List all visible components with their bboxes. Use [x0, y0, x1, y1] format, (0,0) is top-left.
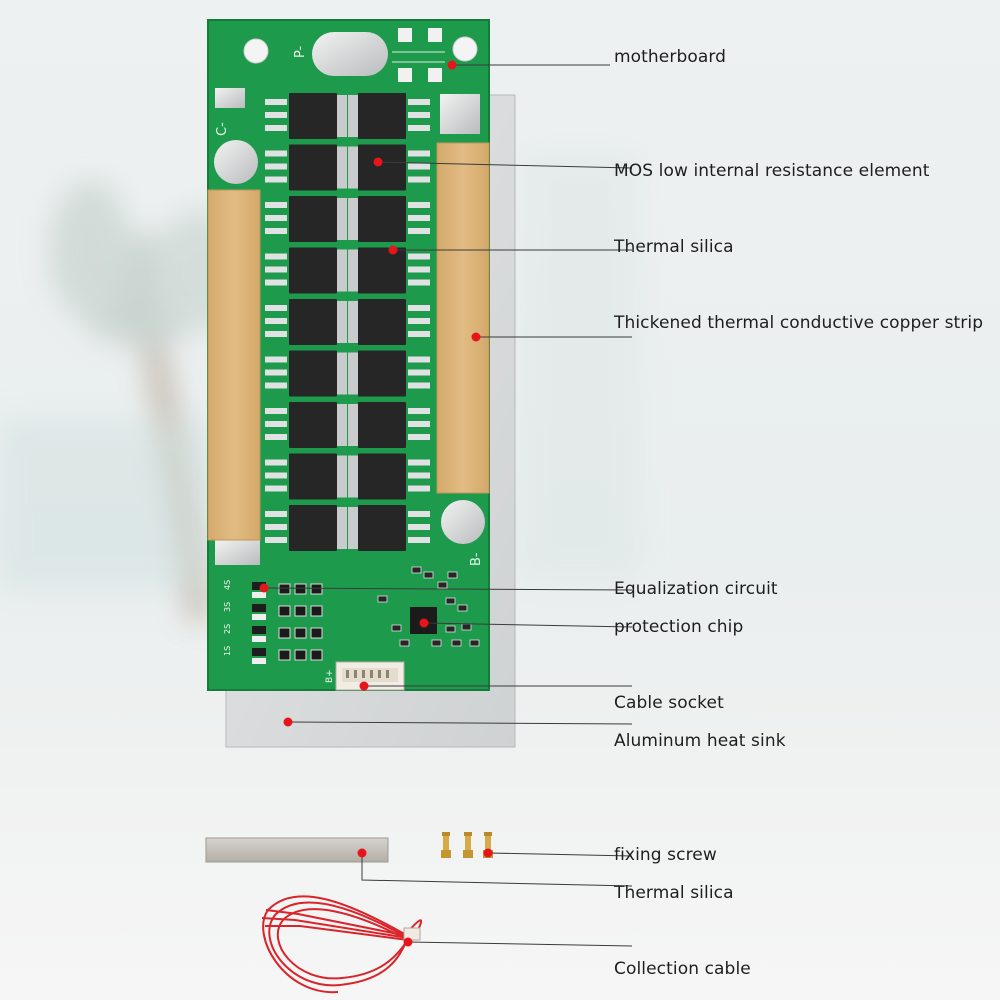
mosfet-transistor	[348, 402, 430, 448]
smd-component	[451, 639, 462, 647]
smd-resistor	[252, 648, 266, 656]
c-minus-label: C-	[215, 122, 230, 136]
smd-resistor	[252, 582, 266, 590]
smd-component	[377, 595, 388, 603]
smd-component	[437, 581, 448, 589]
callout-collection-cable: Collection cable	[614, 959, 751, 979]
mosfet-transistor	[265, 350, 347, 397]
marker-thermal-silica-top	[388, 245, 398, 255]
smd-component	[399, 639, 410, 647]
marker-mos-element	[373, 157, 383, 167]
cell-label-2s: 2S	[223, 624, 232, 634]
smd-transistor	[278, 605, 291, 617]
smd-component	[423, 571, 434, 579]
smd-transistor	[294, 649, 307, 661]
copper-strip-right	[436, 142, 490, 494]
smd-component	[431, 639, 442, 647]
smd-transistor	[278, 649, 291, 661]
smd-pad	[252, 614, 266, 620]
smd-component	[447, 571, 458, 579]
mosfet-transistor	[348, 196, 430, 242]
callout-mos-element: MOS low internal resistance element	[614, 161, 930, 181]
smd-transistor	[278, 627, 291, 639]
smd-transistor	[310, 583, 323, 595]
smd-resistor	[252, 604, 266, 612]
marker-cable-socket	[359, 681, 369, 691]
callout-motherboard: motherboard	[614, 47, 727, 67]
cell-label-4s: 4S	[223, 580, 232, 590]
smd-component	[411, 566, 422, 574]
smd-transistor	[310, 649, 323, 661]
smd-transistor	[310, 605, 323, 617]
cable-socket-connector	[335, 661, 405, 691]
smd-pad	[252, 592, 266, 598]
smd-transistor	[294, 583, 307, 595]
mosfet-transistor	[265, 299, 347, 345]
copper-strip-left	[207, 189, 261, 541]
mosfet-transistor	[348, 453, 430, 500]
mosfet-transistor	[348, 505, 430, 551]
smd-resistor	[252, 626, 266, 634]
callout-thermal-silica-top: Thermal silica	[614, 237, 734, 257]
smd-transistor	[278, 583, 291, 595]
c-minus-pad	[214, 140, 258, 184]
callout-copper-strip: Thickened thermal conductive copper stri…	[614, 313, 984, 333]
mosfet-transistor	[348, 247, 430, 294]
smd-component	[457, 604, 468, 612]
smd-component	[461, 623, 472, 631]
marker-equalization-circuit	[259, 583, 269, 593]
smd-transistor	[294, 605, 307, 617]
mosfet-array	[265, 93, 430, 551]
leader-lines	[263, 64, 633, 947]
mounting-hole	[452, 36, 478, 62]
callout-thermal-silica-bottom: Thermal silica	[614, 883, 734, 903]
callout-cable-socket: Cable socket	[614, 693, 724, 713]
cell-label-1s: 1S	[223, 646, 232, 656]
callout-markers	[259, 60, 493, 947]
smd-pad	[252, 636, 266, 642]
marker-aluminum-heat-sink	[283, 717, 293, 727]
equalization-circuit-area	[252, 582, 323, 664]
cell-label-3s: 3S	[223, 602, 232, 612]
b-minus-label: B-	[469, 552, 484, 566]
callout-fixing-screw: fixing screw	[614, 845, 717, 865]
smd-component	[391, 624, 402, 632]
marker-motherboard	[447, 60, 457, 70]
p-minus-label: P-	[293, 45, 308, 58]
marker-protection-chip	[419, 618, 429, 628]
mounting-hole	[243, 38, 269, 64]
callout-protection-chip: protection chip	[614, 617, 744, 637]
mosfet-transistor	[265, 196, 347, 242]
mosfet-transistor	[265, 93, 347, 139]
b-plus-label: B+	[325, 669, 335, 683]
collection-cable-wires	[261, 895, 423, 994]
callout-equalization-circuit: Equalization circuit	[614, 579, 778, 599]
thermal-silica-pad	[205, 837, 389, 863]
smd-component	[469, 639, 480, 647]
smd-pad	[252, 658, 266, 664]
mosfet-transistor	[265, 505, 347, 551]
b-minus-pad	[441, 500, 485, 544]
mosfet-transistor	[348, 299, 430, 345]
smd-component	[445, 597, 456, 605]
smd-transistor	[294, 627, 307, 639]
p-minus-pad	[312, 32, 388, 76]
mosfet-transistor	[348, 350, 430, 397]
mosfet-transistor	[348, 93, 430, 139]
marker-fixing-screw	[483, 848, 493, 858]
mosfet-transistor	[265, 247, 347, 294]
mosfet-transistor	[265, 144, 347, 191]
marker-thermal-silica-bottom	[357, 848, 367, 858]
marker-copper-strip	[471, 332, 481, 342]
smd-component	[445, 625, 456, 633]
callout-aluminum-heat-sink: Aluminum heat sink	[614, 731, 786, 751]
marker-collection-cable	[403, 937, 413, 947]
mosfet-transistor	[265, 453, 347, 500]
smd-transistor	[310, 627, 323, 639]
mosfet-transistor	[348, 144, 430, 191]
mosfet-transistor	[265, 402, 347, 448]
